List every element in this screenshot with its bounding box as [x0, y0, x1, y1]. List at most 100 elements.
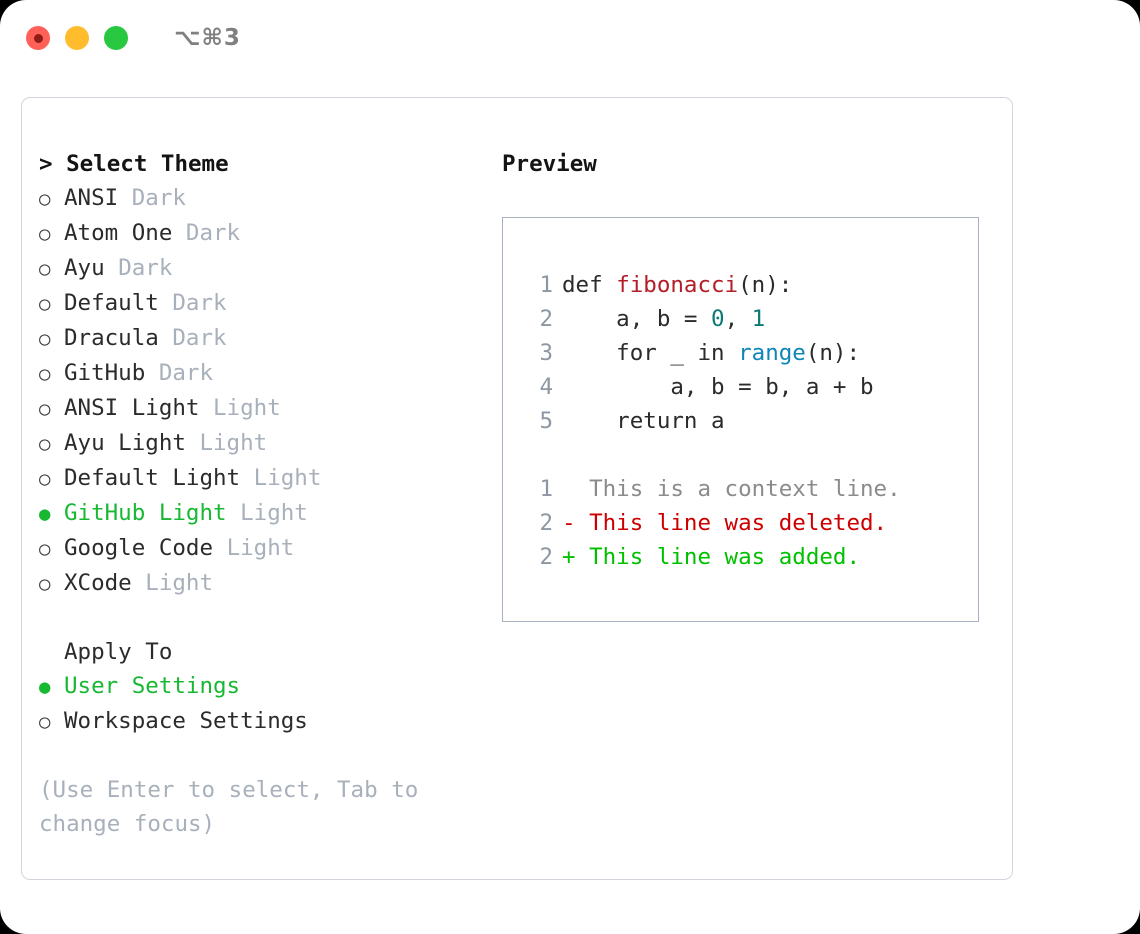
code-token: (n):: [738, 272, 793, 298]
theme-name: ANSI: [64, 185, 132, 211]
code-line: 5 return a: [521, 404, 978, 438]
theme-variant-badge: Dark: [158, 360, 214, 386]
theme-option-ansi-light[interactable]: ○ ANSI Light Light: [39, 391, 502, 426]
radio-selected-icon: ●: [39, 676, 51, 698]
radio-unselected-icon: ○: [39, 398, 51, 420]
radio-unselected-icon: ○: [39, 573, 51, 595]
apply-to-option-workspace-settings[interactable]: ○ Workspace Settings: [39, 704, 502, 739]
apply-to-label: Workspace Settings: [64, 708, 308, 734]
keyboard-hint-text: (Use Enter to select, Tab to change focu…: [39, 777, 432, 837]
theme-option-google-code[interactable]: ○ Google Code Light: [39, 531, 502, 566]
theme-variant-badge: Light: [240, 500, 308, 526]
radio-unselected-icon: ○: [39, 538, 51, 560]
line-number: 2: [539, 306, 553, 332]
theme-option-dracula[interactable]: ○ Dracula Dark: [39, 321, 502, 356]
line-number: 1: [539, 272, 553, 298]
theme-option-atom-one[interactable]: ○Atom One Dark: [39, 216, 502, 251]
theme-variant-badge: Dark: [131, 185, 186, 211]
code-line-content: a, b = 0, 1: [562, 302, 765, 336]
theme-name: Ayu: [64, 255, 119, 281]
traffic-light-group: [26, 26, 128, 50]
code-line-content: def fibonacci(n):: [562, 268, 792, 302]
theme-variant-badge: Light: [145, 570, 214, 596]
theme-option-xcode[interactable]: ○ XCode Light: [39, 566, 502, 601]
minimize-button[interactable]: [65, 26, 89, 50]
theme-variant-badge: Dark: [172, 290, 227, 316]
code-line: 1 def fibonacci(n):: [521, 268, 978, 302]
close-button[interactable]: [26, 26, 50, 50]
code-token: range: [738, 340, 806, 366]
code-line-content: a, b = b, a + b: [562, 370, 874, 404]
theme-name: XCode: [64, 570, 146, 596]
line-number: 5: [539, 408, 553, 434]
theme-option-default-light[interactable]: ○ Default Light Light: [39, 461, 502, 496]
theme-name: Default: [64, 290, 173, 316]
diff-line-content: - This line was deleted.: [562, 510, 888, 536]
line-number: 3: [539, 340, 553, 366]
theme-name: Dracula: [64, 325, 173, 351]
theme-name: Google Code: [64, 535, 227, 561]
theme-name: Default Light: [64, 465, 254, 491]
radio-unselected-icon: ○: [39, 188, 51, 210]
theme-variant-badge: Light: [253, 465, 322, 491]
select-theme-heading: > Select Theme: [39, 151, 229, 177]
code-token: return a: [562, 408, 725, 434]
theme-name: ANSI Light: [64, 395, 214, 421]
apply-to-list[interactable]: ● User Settings ○ Workspace Settings: [39, 669, 502, 739]
theme-variant-badge: Dark: [185, 220, 241, 246]
theme-selector-column: > Select Theme ○ANSI Dark○Atom One Dark○…: [22, 98, 502, 879]
theme-name: GitHub Light: [64, 500, 241, 526]
code-line: 2 a, b = 0, 1: [521, 302, 978, 336]
code-line-content: for _ in range(n):: [562, 336, 860, 370]
diff-line-content: + This line was added.: [562, 544, 861, 570]
theme-option-ansi[interactable]: ○ ANSI Dark: [39, 181, 502, 216]
theme-name: GitHub: [64, 360, 159, 386]
theme-variant-badge: Dark: [172, 325, 227, 351]
radio-unselected-icon: ○: [39, 328, 51, 350]
code-token: def: [562, 272, 617, 298]
code-token: 0: [711, 306, 725, 332]
theme-option-github[interactable]: ○ GitHub Dark: [39, 356, 502, 391]
theme-list[interactable]: ○ANSI Dark○Atom One Dark○Ayu Dark○Defaul…: [39, 181, 502, 601]
line-number: 2: [539, 510, 553, 536]
code-token: a, b = b, a + b: [562, 374, 874, 400]
maximize-button[interactable]: [104, 26, 128, 50]
apply-to-label: User Settings: [64, 673, 241, 699]
theme-variant-badge: Dark: [118, 255, 173, 281]
radio-unselected-icon: ○: [39, 363, 51, 385]
code-token: (n):: [805, 340, 861, 366]
apply-to-heading: Apply To: [64, 639, 173, 665]
theme-variant-badge: Light: [213, 395, 281, 421]
keyboard-shortcut-label: ⌥⌘3: [174, 25, 241, 51]
radio-unselected-icon: ○: [39, 293, 51, 315]
code-line: 4 a, b = b, a + b: [521, 370, 978, 404]
theme-name: Atom One: [64, 220, 186, 246]
apply-to-option-user-settings[interactable]: ● User Settings: [39, 669, 502, 704]
main-panel: > Select Theme ○ANSI Dark○Atom One Dark○…: [21, 97, 1013, 880]
theme-variant-badge: Light: [226, 535, 295, 561]
code-diff-separator: [521, 438, 978, 472]
radio-unselected-icon: ○: [39, 468, 51, 490]
diff-line-add: 2+ This line was added.: [521, 540, 978, 574]
code-token: a, b =: [562, 306, 712, 332]
line-number: 1: [539, 476, 553, 502]
diff-line-ctx: 1 This is a context line.: [521, 472, 978, 506]
theme-option-ayu-light[interactable]: ○ Ayu Light Light: [39, 426, 502, 461]
theme-option-ayu[interactable]: ○Ayu Dark: [39, 251, 502, 286]
theme-variant-badge: Light: [199, 430, 268, 456]
theme-option-default[interactable]: ○ Default Dark: [39, 286, 502, 321]
title-bar: ⌥⌘3: [0, 0, 1140, 76]
code-line: 3 for _ in range(n):: [521, 336, 978, 370]
theme-name: Ayu Light: [64, 430, 200, 456]
theme-option-github-light[interactable]: ●GitHub Light Light: [39, 496, 502, 531]
radio-unselected-icon: ○: [39, 433, 51, 455]
code-line-content: return a: [562, 404, 725, 438]
radio-unselected-icon: ○: [39, 711, 51, 733]
code-token: fibonacci: [616, 272, 739, 298]
diff-line-del: 2 - This line was deleted.: [521, 506, 978, 540]
code-token: ,: [724, 306, 752, 332]
line-number: 4: [539, 374, 553, 400]
